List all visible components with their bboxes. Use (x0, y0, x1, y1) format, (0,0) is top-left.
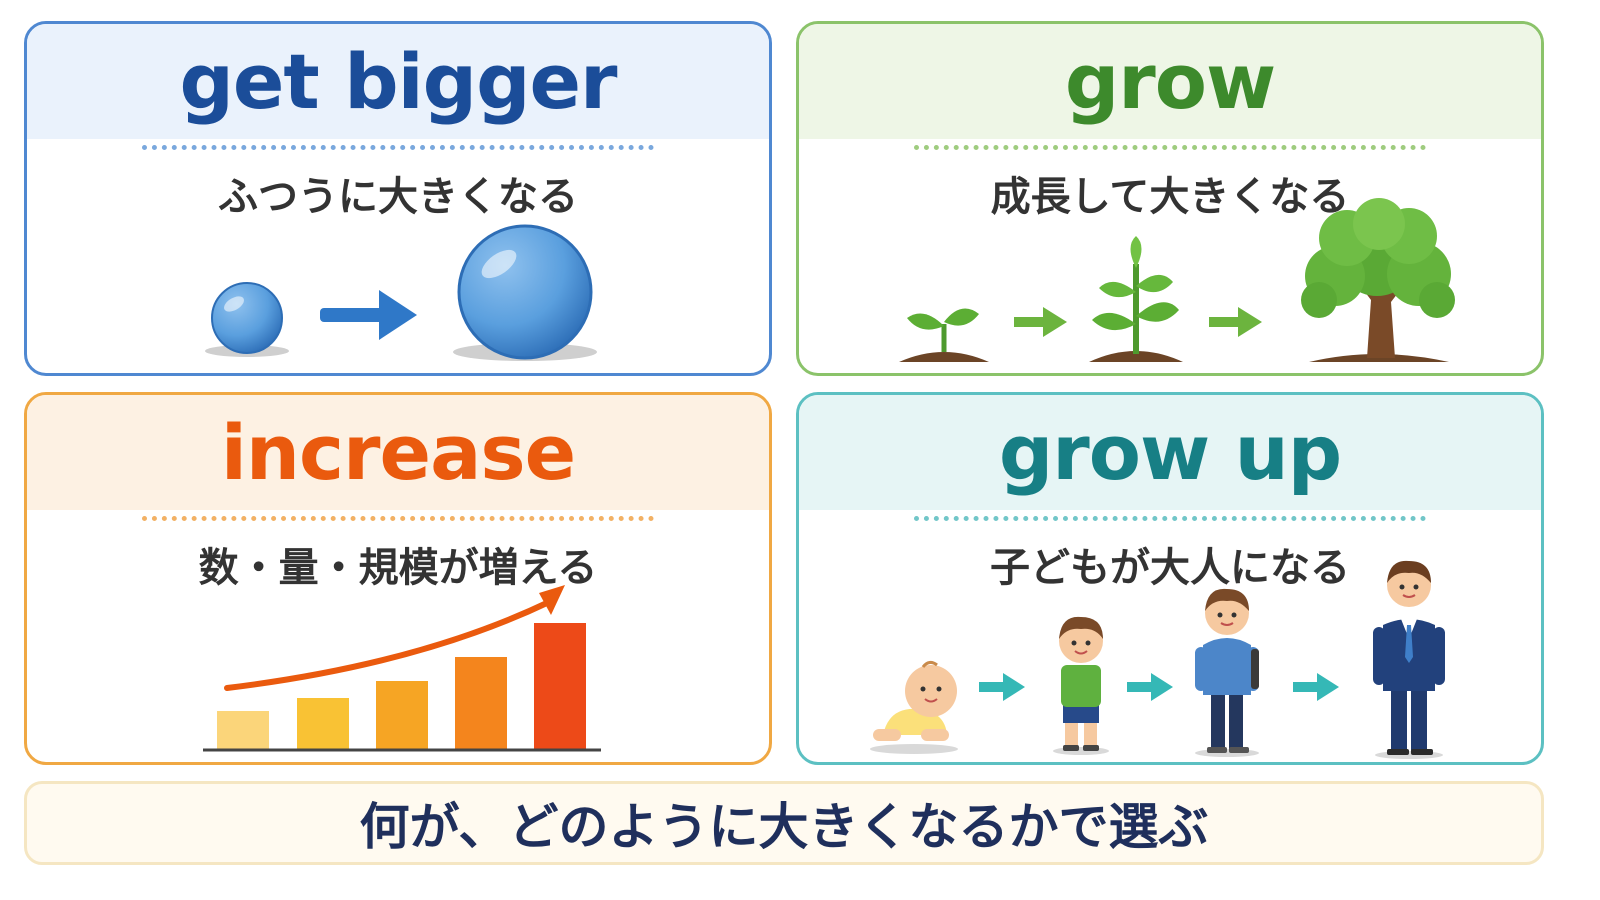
dotted-divider (142, 516, 654, 521)
card-subtitle: ふつうに大きくなる (218, 174, 578, 220)
card-title: grow up (998, 408, 1342, 497)
footer-text: 何が、どのように大きくなるかで選ぶ (359, 798, 1209, 856)
baby-icon (870, 660, 958, 754)
adult-icon (1373, 560, 1445, 759)
arrow-right-icon (1014, 307, 1067, 337)
teen-icon (1195, 588, 1259, 757)
grow-up-illustration (870, 560, 1445, 759)
card-get-bigger: get bigger ふつうに大きくなる (24, 21, 772, 376)
footer-banner: 何が、どのように大きくなるかで選ぶ (24, 781, 1544, 865)
small-ball-icon (205, 282, 289, 357)
card-title: increase (220, 408, 576, 497)
young-plant-icon (1089, 236, 1183, 362)
card-subtitle: 数・量・規模が増える (198, 545, 598, 591)
card-subtitle: 子どもが大人になる (990, 545, 1350, 591)
grow-illustration (899, 198, 1455, 362)
card-subtitle: 成長して大きくなる (990, 174, 1350, 220)
dotted-divider (914, 145, 1426, 150)
card-increase: increase 数・量・規模が増える (24, 392, 772, 765)
child-icon (1053, 616, 1109, 755)
card-grow-up: grow up 子どもが大人になる (796, 392, 1544, 765)
increase-illustration (203, 585, 601, 752)
big-ball-icon (453, 224, 597, 361)
card-header: grow up (799, 395, 1541, 510)
arrow-right-icon (1209, 307, 1262, 337)
get-bigger-illustration (205, 224, 597, 361)
tree-icon (1301, 198, 1455, 362)
card-title: get bigger (179, 37, 617, 126)
rising-arrow-icon (224, 585, 565, 691)
dotted-divider (914, 516, 1426, 521)
arrow-right-icon (1293, 673, 1339, 701)
arrow-right-icon (979, 673, 1025, 701)
card-header: get bigger (27, 24, 769, 139)
card-header: increase (27, 395, 769, 510)
card-header: grow (799, 24, 1541, 139)
card-title: grow (1064, 37, 1276, 126)
bar-chart-icon (203, 623, 601, 752)
sprout-icon (899, 308, 989, 362)
arrow-right-icon (320, 290, 417, 340)
arrow-right-icon (1127, 673, 1173, 701)
dotted-divider (142, 145, 654, 150)
card-grow: grow 成長して大きくなる (796, 21, 1544, 376)
